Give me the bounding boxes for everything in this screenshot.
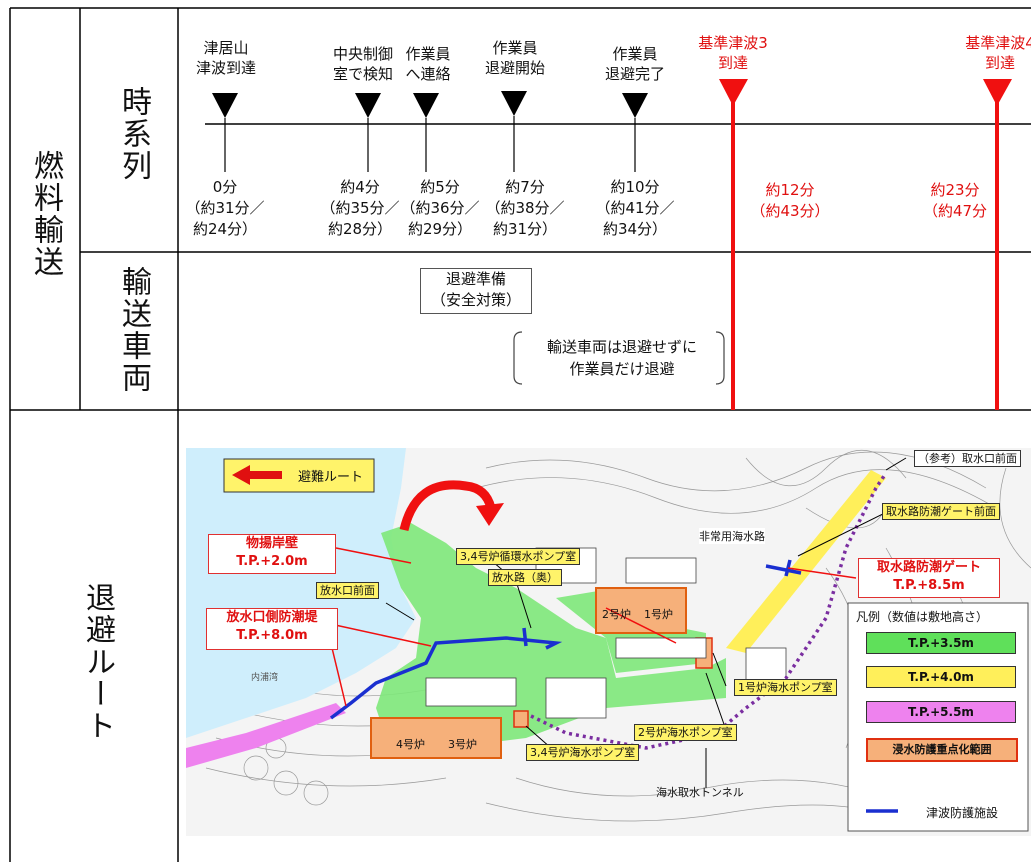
event-label-6: 基準津波4 到達 [965, 34, 1031, 72]
note-brackets [513, 331, 725, 385]
event-marker-0 [212, 93, 238, 118]
event-time-4: 約10分 （約41分／ 約34分） [595, 178, 675, 238]
unit3-label: 3号炉 [448, 738, 477, 751]
event-marker-1 [355, 93, 381, 118]
event-label-4: 作業員 退避完了 [604, 45, 665, 83]
route-legend-label: 避難ルート [298, 470, 364, 485]
event-marker-2 [413, 93, 439, 118]
event-label-0: 津居山 津波到達 [195, 39, 256, 77]
fuel-transport-label: 燃料輸送 [28, 150, 63, 278]
pump1-label: 1号炉海水ポンプ室 [734, 679, 837, 696]
unit1-label: 1号炉 [644, 608, 673, 621]
legend-item-0: T.P.+3.5m [866, 632, 1016, 654]
legend-title: 凡例（数値は敷地高さ） [856, 610, 989, 624]
tunnel-label: 海水取水トンネル [656, 786, 744, 799]
unit4-label: 4号炉 [396, 738, 425, 751]
pump2-label: 2号炉海水ポンプ室 [634, 724, 737, 741]
outlet-dike-label: 放水口側防潮堤 T.P.+8.0m [206, 608, 338, 650]
event-time-1: 約4分 （約35分／ 約28分） [320, 178, 400, 238]
event-label-1: 中央制御 室で検知 [332, 45, 393, 83]
evac-prep-box: 退避準備 （安全対策） [420, 268, 532, 314]
event-time-2: 約5分 （約36分／ 約29分） [400, 178, 480, 238]
legend-item-2: T.P.+5.5m [866, 701, 1016, 723]
legend-item-3: 浸水防護重点化範囲 [866, 738, 1018, 762]
event-label-3: 作業員 退避開始 [484, 39, 545, 77]
evac-route-label: 退避ルート [80, 582, 115, 742]
event-time-5: 約12分 （約43分） [750, 181, 830, 220]
event-marker-6 [983, 79, 1012, 106]
event-marker-5 [719, 79, 748, 106]
wharf-label: 物揚岸壁 T.P.+2.0m [208, 534, 336, 574]
vehicle-note: 輸送車両は退避せずに 作業員だけ退避 [546, 338, 697, 378]
event-label-5: 基準津波3 到達 [698, 34, 768, 72]
event-time-3: 約7分 （約38分／ 約31分） [485, 178, 565, 238]
outlet-front-label: 放水口前面 [316, 582, 379, 599]
intake-gate-label: 取水路防潮ゲート T.P.+8.5m [858, 558, 1000, 598]
unit2-label: 2号炉 [602, 608, 631, 621]
pump34-label: 3,4号炉海水ポンプ室 [526, 744, 640, 761]
transport-vehicle-label: 輸送車両 [116, 266, 151, 394]
event-marker-3 [501, 91, 527, 116]
timeline-label: 時系列 [116, 86, 151, 182]
event-label-2: 作業員 へ連絡 [405, 45, 451, 83]
event-marker-4 [622, 93, 648, 118]
ref-intake-label: （参考）取水口前面 [914, 450, 1021, 467]
legend-item-1: T.P.+4.0m [866, 666, 1016, 688]
event-time-0: 0分 （約31分／ 約24分） [185, 178, 265, 238]
pump34-circ-label: 3,4号炉循環水ポンプ室 [456, 548, 581, 565]
emergency-channel-label: 非常用海水路 [699, 528, 765, 544]
legend-line-item: 津波防護施設 [926, 806, 999, 820]
site-map: 避難ルート 物揚岸壁 T.P.+2.0m 放水口前面 放水口側防潮堤 T.P.+… [186, 448, 1031, 836]
bay-label: 内浦湾 [251, 673, 279, 683]
event-time-6: 約23分 （約47分 [922, 181, 988, 220]
timeline-svg [205, 79, 1031, 410]
outlet-channel-label: 放水路（奥） [488, 569, 562, 586]
intake-gate-front-label: 取水路防潮ゲート前面 [882, 503, 1000, 520]
